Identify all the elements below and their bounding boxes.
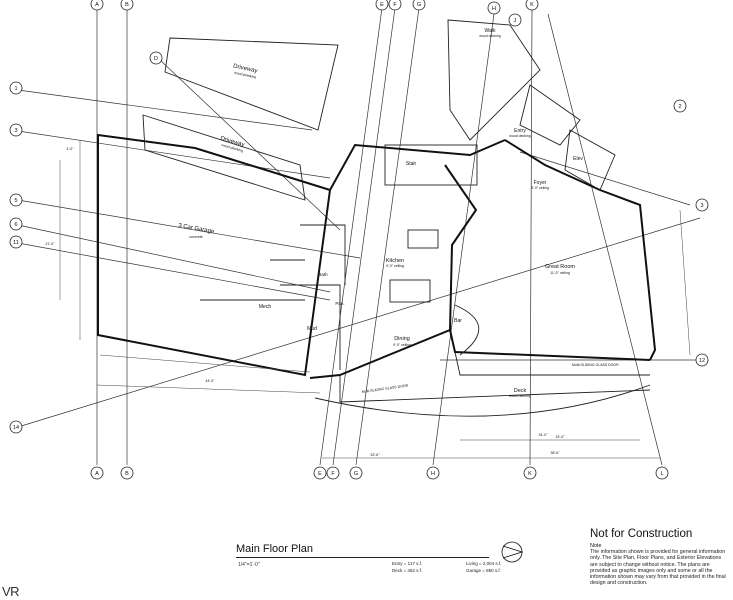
room-sub: 9'-0" ceiling [531, 186, 549, 190]
grid-label: 14 [13, 425, 19, 431]
grid-label: 2 [678, 104, 681, 110]
door-note: Multi-SLIDING GLASS DOOR [572, 363, 619, 367]
grid-label: K [530, 2, 534, 8]
dimension-label: 21'-0" [46, 242, 56, 246]
area-label: Deck [392, 568, 403, 573]
grid-label: G [417, 2, 421, 8]
area-value: 362 s.f. [407, 568, 423, 573]
grid-label: E [380, 2, 384, 8]
room-sub: wood planking [234, 71, 257, 80]
room-name: Elev [573, 156, 583, 162]
room-name: Entry [514, 128, 526, 134]
area-label: Garage [466, 568, 482, 573]
area-label: Entry [392, 561, 403, 566]
grid-bubbles [9, 0, 709, 480]
room-name: Foyer [534, 180, 547, 186]
area-summary: Entry = 117 s.f. Living = 2,004 s.f. Dec… [392, 561, 502, 573]
grid-label: 3 [700, 203, 703, 209]
room-sub: 11'-0" ceiling [550, 271, 570, 275]
room-name: Kitchen [386, 258, 404, 264]
grid-label: D [154, 56, 158, 62]
room-name: Pan. [335, 301, 344, 306]
room-sub: concrete [189, 235, 202, 239]
grid-label: 12 [699, 358, 705, 364]
plan-title: Main Floor Plan [236, 543, 314, 555]
disclaimer-note-label: Note [590, 543, 602, 549]
grid-lines [17, 7, 701, 466]
room-name: 3 Car Garage [178, 223, 215, 235]
dimension-label: 38'-6" [551, 451, 561, 455]
room-name: Bath [318, 272, 328, 277]
grid-label: 3 [14, 128, 17, 134]
grid-label: F [331, 471, 335, 477]
area-value: 117 s.f. [407, 561, 423, 566]
grid-label: H [431, 471, 435, 477]
dimension-lines [59, 140, 691, 459]
north-arrow [501, 541, 524, 563]
dimension-label: 34'-0" [539, 433, 549, 437]
room-name: Mech [259, 304, 271, 310]
interior-walls [142, 19, 651, 417]
title-underline [236, 557, 489, 558]
grid-label: J [514, 18, 517, 24]
grid-label: L [660, 471, 663, 477]
room-sub: wood decking [509, 134, 530, 138]
room-name: Stair [406, 161, 417, 167]
room-name: Driveway [233, 64, 258, 75]
grid-label: B [125, 471, 129, 477]
area-value: 2,004 s.f. [482, 561, 502, 566]
room-name: Mud [307, 326, 317, 332]
room-name: Dining [394, 336, 410, 342]
grid-label: A [95, 471, 99, 477]
grid-label: G [354, 471, 358, 477]
door-note: Multi-SLIDING GLASS DOOR [362, 383, 409, 394]
dimension-label: 44'-0" [206, 379, 216, 383]
disclaimer-heading: Not for Construction [590, 528, 693, 540]
grid-label: 11 [13, 240, 19, 246]
room-name: Walk [485, 28, 496, 34]
grid-label: E [318, 471, 322, 477]
room-name: Deck [514, 388, 527, 394]
dimension-labels: 4'-0" 21'-0" 24'-0" 34'-0" 38'-6" 44'-0"… [46, 147, 566, 457]
dimension-label: 52'-6" [371, 453, 381, 457]
room-labels: Driveway wood planking Driveway wood pla… [178, 28, 584, 398]
disclaimer-note-text: The information shown is provided for ge… [590, 549, 726, 587]
room-name: Bar [454, 318, 462, 324]
grid-label: H [492, 6, 496, 12]
grid-bubble-labels: A B E F G H K A B E F G H K L 1 3 5 6 11… [13, 2, 705, 477]
grid-label: F [393, 2, 397, 8]
brand-mark: VR [2, 584, 20, 599]
grid-label: A [95, 2, 99, 8]
plan-notes: Multi-SLIDING GLASS DOOR Multi-SLIDING G… [362, 363, 620, 394]
room-sub: 9'-0" ceiling [393, 343, 411, 347]
room-name: Great Room [545, 264, 575, 270]
grid-label: 5 [14, 198, 17, 204]
area-label: Living [466, 561, 478, 566]
area-value: 850 s.f. [486, 568, 501, 573]
room-sub: wood decking [509, 394, 530, 398]
dimension-label: 24'-0" [556, 435, 566, 439]
room-sub: wood decking [479, 34, 500, 38]
plan-scale: 1/4"=1'-0" [238, 562, 260, 568]
room-sub: wood planking [221, 143, 244, 153]
grid-label: K [528, 471, 532, 477]
grid-label: 6 [14, 222, 17, 228]
room-sub: 9'-0" ceiling [386, 264, 404, 268]
dimension-label: 4'-0" [67, 147, 75, 151]
grid-label: 1 [14, 86, 17, 92]
exterior-walls [97, 133, 657, 379]
grid-label: B [125, 2, 129, 8]
